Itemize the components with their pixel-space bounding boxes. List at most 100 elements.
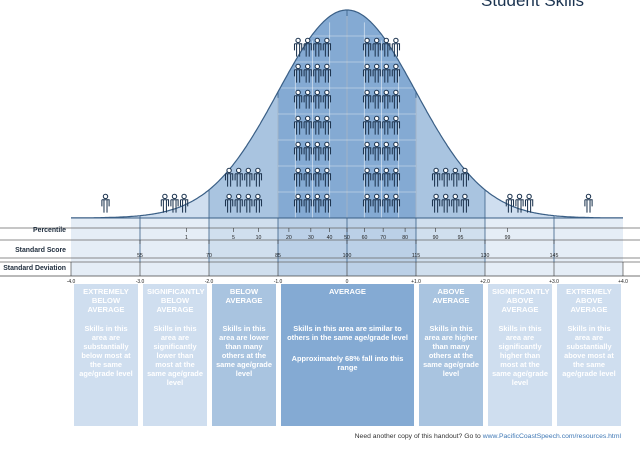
person-icon [313, 37, 322, 57]
person-icon [224, 167, 234, 187]
person-icon [362, 89, 372, 109]
category-text: Skills in this area are substantially be… [79, 324, 133, 379]
person-icon [391, 37, 401, 57]
person-icon [322, 193, 332, 213]
person-icon [460, 193, 470, 213]
category-heading: ABOVE AVERAGE [432, 287, 470, 305]
category-heading: SIGNIFICANTLY BELOW AVERAGE [147, 287, 205, 314]
standard-score-label: 130 [481, 253, 490, 259]
person-icon [451, 167, 460, 187]
percentile-label: 20 [286, 235, 292, 241]
person-icon [441, 167, 450, 187]
person-icon [303, 63, 312, 83]
category-text: Skills in this area are similar to other… [287, 324, 408, 343]
curve-band [485, 189, 554, 218]
standard-deviation-label: -1.0 [274, 279, 283, 284]
scale-band [209, 218, 278, 276]
percentile-label: 40 [327, 235, 333, 241]
person-icon [303, 37, 312, 57]
category-text: Skills in this area are higher than many… [423, 324, 479, 379]
person-icon [293, 89, 303, 109]
standard-score-label: 100 [343, 253, 352, 259]
person-icon [313, 141, 322, 161]
category-significantly-above: SIGNIFICANTLY ABOVE AVERAGE Skills in th… [488, 284, 552, 426]
person-icon [313, 167, 322, 187]
category-note: Approximately 68% fall into this range [291, 354, 404, 373]
category-average: AVERAGE Skills in this area are similar … [281, 284, 414, 426]
person-icon [362, 141, 372, 161]
scale-band [554, 218, 623, 276]
person-icon [391, 89, 401, 109]
category-text: Skills in this area are lower than many … [216, 324, 272, 379]
person-icon [303, 193, 312, 213]
person-icon [303, 115, 312, 135]
person-icon [584, 193, 593, 213]
category-below: BELOW AVERAGE Skills in this area are lo… [212, 284, 276, 426]
person-icon [372, 37, 381, 57]
percentile-label: 90 [433, 235, 439, 241]
person-icon [382, 115, 391, 135]
percentile-label: 1 [185, 235, 188, 241]
person-icon [372, 63, 381, 83]
person-icon [234, 193, 243, 213]
person-icon [515, 193, 524, 213]
person-icon [362, 37, 372, 57]
person-icon [293, 193, 303, 213]
person-icon [170, 193, 179, 213]
row-label-percentile: Percentile [33, 227, 66, 234]
category-heading: AVERAGE [329, 287, 366, 296]
footer-link[interactable]: www.PacificCoastSpeech.com/resources.htm… [482, 433, 621, 440]
person-icon [224, 193, 234, 213]
person-icon [362, 115, 372, 135]
standard-deviation-label: -2.0 [205, 279, 214, 284]
standard-score-label: 55 [137, 253, 143, 259]
person-icon [322, 89, 332, 109]
person-icon [382, 141, 391, 161]
category-heading: SIGNIFICANTLY ABOVE AVERAGE [492, 287, 550, 314]
standard-deviation-label: +2.0 [480, 279, 490, 284]
person-icon [303, 141, 312, 161]
standard-deviation-label: -3.0 [136, 279, 145, 284]
person-icon [253, 167, 263, 187]
curve-band [140, 189, 209, 218]
percentile-label: 95 [458, 235, 464, 241]
person-icon [253, 193, 263, 213]
percentile-label: 10 [256, 235, 262, 241]
person-icon [460, 167, 470, 187]
person-icon [313, 63, 322, 83]
person-icon [293, 63, 303, 83]
person-icon [244, 167, 253, 187]
person-icon [362, 63, 372, 83]
scale-band [416, 218, 485, 276]
page-title: Student Skills [481, 0, 584, 10]
person-icon [293, 115, 303, 135]
standard-score-label: 85 [275, 253, 281, 259]
scale-band [71, 218, 140, 276]
person-icon [391, 193, 401, 213]
standard-deviation-label: +1.0 [411, 279, 421, 284]
percentile-label: 5 [232, 235, 235, 241]
standard-score-label: 145 [550, 253, 559, 259]
percentile-label: 80 [402, 235, 408, 241]
person-icon [391, 115, 401, 135]
person-icon [524, 193, 534, 213]
standard-score-label: 70 [206, 253, 212, 259]
category-text: Skills in this area are significantly hi… [492, 324, 548, 388]
standard-deviation-label: -4.0 [67, 279, 76, 284]
person-icon [313, 89, 322, 109]
category-heading: EXTREMELY BELOW AVERAGE [83, 287, 129, 314]
person-icon [303, 167, 312, 187]
scale-band [485, 218, 554, 276]
percentile-label: 99 [505, 235, 511, 241]
person-icon [101, 193, 110, 213]
row-label-standard-deviation: Standard Deviation [3, 265, 66, 272]
person-icon [244, 193, 253, 213]
percentile-label: 30 [308, 235, 314, 241]
category-text: Skills in this area are significantly lo… [147, 324, 203, 388]
person-icon [303, 89, 312, 109]
person-icon [505, 193, 515, 213]
person-icon [322, 115, 332, 135]
standard-score-label: 115 [412, 253, 420, 259]
person-icon [322, 167, 332, 187]
